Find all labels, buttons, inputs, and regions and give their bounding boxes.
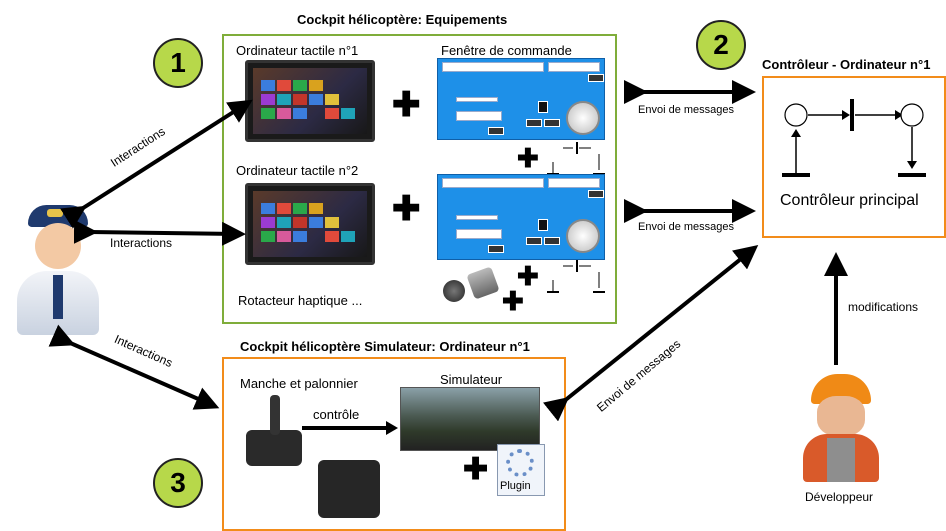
badge-2: 2 <box>696 20 746 70</box>
modifications-label: modifications <box>848 300 919 314</box>
plus-icon: ✚ <box>463 453 489 486</box>
badge-3: 3 <box>153 458 203 508</box>
controle-arrow <box>302 421 398 435</box>
controleur-box <box>762 76 946 238</box>
plus-icon: ✚ <box>517 143 539 173</box>
plus-icon: ✚ <box>517 261 539 291</box>
plugin-label: Plugin <box>500 480 531 492</box>
title-cockpit-equipements: Cockpit hélicoptère: Equipements <box>297 12 508 27</box>
plus-icon: ✚ <box>502 286 524 316</box>
arrow-interactions-top <box>60 99 253 229</box>
developer-label: Développeur <box>805 490 874 504</box>
plus-icon: ✚ <box>392 190 421 228</box>
tablet1-label: Ordinateur tactile n°1 <box>236 43 359 58</box>
badge-1: 1 <box>153 38 203 88</box>
window-label: Fenêtre de commande <box>441 43 572 58</box>
envoi-1-label: Envoi de messages <box>638 104 734 116</box>
haptic-knob-image <box>443 280 465 302</box>
simulateur-label: Simulateur <box>440 372 503 387</box>
pedals-image <box>318 460 380 518</box>
controleur-principal-label: Contrôleur principal <box>780 192 919 209</box>
controle-label: contrôle <box>313 407 360 422</box>
command-window-1 <box>437 58 605 140</box>
plugin-icon <box>497 444 545 496</box>
pilot-avatar <box>15 205 101 335</box>
arrow-interactions-bottom <box>48 324 220 410</box>
arrow-interactions-mid <box>73 219 246 246</box>
interactions-mid-label: Interactions <box>110 236 173 250</box>
developer-avatar <box>803 370 879 482</box>
haptic-label: Rotacteur haptique ... <box>238 293 363 308</box>
simulateur-box <box>222 357 566 531</box>
tablet-2-image <box>245 183 375 265</box>
tablet-1-image <box>245 60 375 142</box>
simulator-screenshot <box>400 387 540 451</box>
joystick-base-image <box>246 430 302 466</box>
petri-net-diagram <box>782 99 926 177</box>
plus-icon: ✚ <box>392 86 421 124</box>
arrow-envoi-3 <box>543 244 759 422</box>
title-cockpit-simulateur: Cockpit hélicoptère Simulateur: Ordinate… <box>240 339 530 354</box>
title-controleur: Contrôleur - Ordinateur n°1 <box>762 57 931 72</box>
envoi-2-label: Envoi de messages <box>638 221 734 233</box>
joystick-stick-image <box>270 395 280 435</box>
manche-label: Manche et palonnier <box>240 376 358 391</box>
tablet2-label: Ordinateur tactile n°2 <box>236 163 359 178</box>
